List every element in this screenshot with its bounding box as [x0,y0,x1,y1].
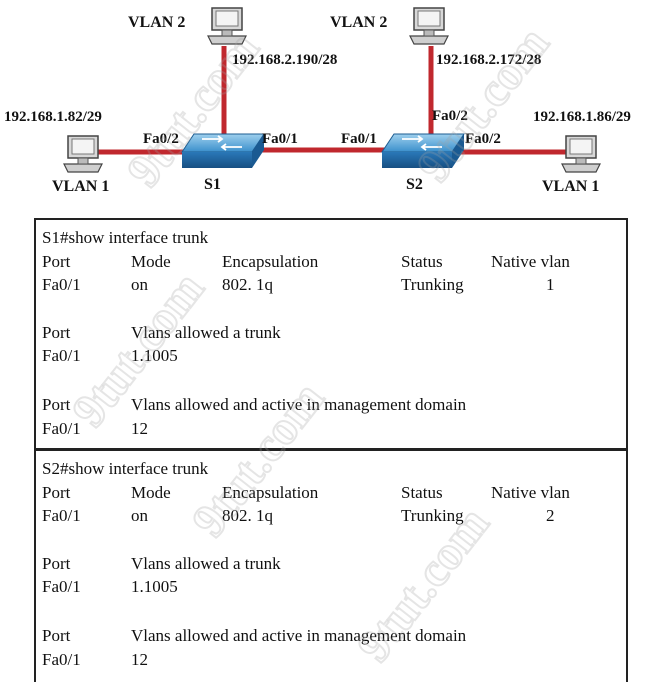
host-ip-label: 192.168.1.86/29 [533,109,631,125]
port-label: Fa0/1 [262,131,298,147]
host-vlan-label: VLAN 1 [542,178,600,195]
command-text: S2#show interface trunk [42,459,209,478]
network-topology: VLAN 2 192.168.2.190/28 VLAN 2 192.168.2… [0,0,667,215]
header-row: Port Mode Encapsulation Status Native vl… [36,483,626,505]
host-vlan-label: VLAN 2 [128,14,186,31]
header-native-vlan: Native vlan [491,252,570,271]
command-line: S2#show interface trunk [36,459,626,481]
cell-port: Fa0/1 [42,650,81,669]
header-native-vlan: Native vlan [491,483,570,502]
table-row: Fa0/1 1.1005 [36,346,626,368]
host-vlan-label: VLAN 2 [330,14,388,31]
switch-name-label: S2 [406,176,423,193]
topology-diagram [63,7,601,173]
cell-mode: on [131,275,148,294]
cell-vlans-active: 12 [131,650,148,669]
header-port: Port [42,252,71,271]
port-label: Fa0/2 [465,131,501,147]
header-mode: Mode [131,483,171,502]
header-encapsulation: Encapsulation [222,252,319,271]
cell-port: Fa0/1 [42,506,81,525]
table-row: Fa0/1 on 802. 1q Trunking 2 [36,506,626,528]
header-row: Port Vlans allowed and active in managem… [36,395,626,417]
header-vlans-active: Vlans allowed and active in management d… [131,626,467,645]
cell-status: Trunking [401,275,464,294]
header-vlans-allowed: Vlans allowed a trunk [131,323,281,342]
cell-encapsulation: 802. 1q [222,275,273,294]
header-row: Port Vlans allowed and active in managem… [36,626,626,648]
command-text: S1#show interface trunk [42,228,209,247]
header-encapsulation: Encapsulation [222,483,319,502]
header-vlans-active: Vlans allowed and active in management d… [131,395,467,414]
s1-trunk-output: S1#show interface trunk Port Mode Encaps… [34,218,628,450]
cell-native-vlan: 2 [546,506,555,525]
header-row: Port Vlans allowed a trunk [36,323,626,345]
switch-name-label: S1 [204,176,221,193]
pc-vlan2-s2-icon [409,7,449,45]
header-port: Port [42,483,71,502]
header-port: Port [42,395,71,414]
header-row: Port Mode Encapsulation Status Native vl… [36,252,626,274]
table-row: Fa0/1 12 [36,650,626,672]
switch-s2-icon [381,133,465,168]
host-vlan-label: VLAN 1 [52,178,110,195]
header-status: Status [401,483,443,502]
cell-port: Fa0/1 [42,275,81,294]
cell-port: Fa0/1 [42,577,81,596]
header-row: Port Vlans allowed a trunk [36,554,626,576]
cell-port: Fa0/1 [42,419,81,438]
cell-mode: on [131,506,148,525]
table-row: Fa0/1 1.1005 [36,577,626,599]
header-mode: Mode [131,252,171,271]
port-label: Fa0/2 [432,108,468,124]
pc-vlan1-s2-icon [561,135,601,173]
host-ip-label: 192.168.2.172/28 [436,52,542,68]
table-row: Fa0/1 12 [36,419,626,441]
table-row: Fa0/1 on 802. 1q Trunking 1 [36,275,626,297]
cell-vlans-active: 12 [131,419,148,438]
pc-vlan2-s1-icon [207,7,247,45]
pc-vlan1-s1-icon [63,135,103,173]
host-ip-label: 192.168.1.82/29 [4,109,102,125]
cell-status: Trunking [401,506,464,525]
header-port: Port [42,554,71,573]
header-status: Status [401,252,443,271]
header-vlans-allowed: Vlans allowed a trunk [131,554,281,573]
cell-vlans-allowed: 1.1005 [131,346,178,365]
port-label: Fa0/2 [143,131,179,147]
cell-vlans-allowed: 1.1005 [131,577,178,596]
switch-s1-icon [181,133,265,168]
command-line: S1#show interface trunk [36,228,626,250]
host-ip-label: 192.168.2.190/28 [232,52,338,68]
cell-encapsulation: 802. 1q [222,506,273,525]
link-lines [96,46,566,155]
cell-port: Fa0/1 [42,346,81,365]
port-label: Fa0/1 [341,131,377,147]
header-port: Port [42,323,71,342]
s2-trunk-output: S2#show interface trunk Port Mode Encaps… [34,449,628,682]
cell-native-vlan: 1 [546,275,555,294]
header-port: Port [42,626,71,645]
